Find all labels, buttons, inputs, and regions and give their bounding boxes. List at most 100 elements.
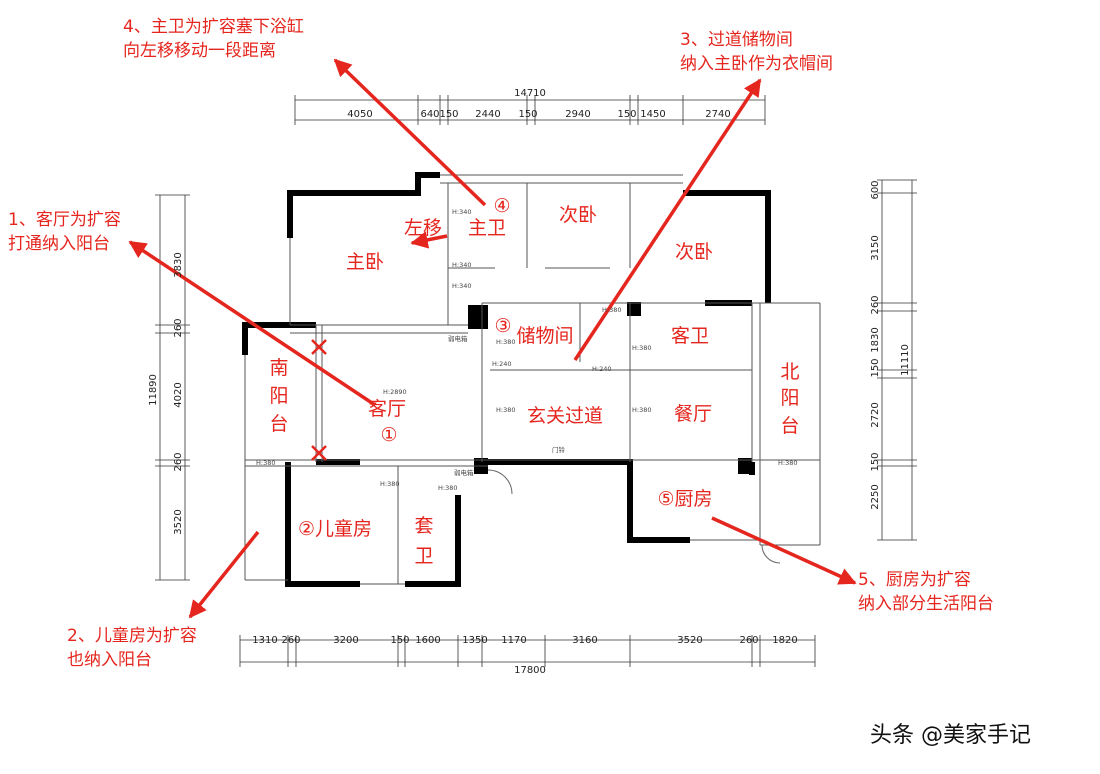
room-label: 客厅 [368,398,406,420]
room-label: 客卫 [671,325,709,347]
annotation-note-line: 4、主卫为扩容塞下浴缸 [123,16,304,37]
dimension-lines [155,95,917,667]
plan-tag: H:240 [592,365,611,373]
room-label: 阳 [269,385,288,407]
dimension-bottom-segment: 150 [390,635,409,646]
room-label: 卫 [414,545,433,567]
plan-tag: H:380 [438,484,457,492]
arrow-living-room [128,240,376,407]
dimension-right-segment: 150 [870,452,881,471]
plan-tag: H:340 [452,208,471,216]
dimension-top-segment: 1450 [640,109,665,120]
dimension-bottom-segment: 1350 [462,635,487,646]
dimension-top-segment: 150 [617,109,636,120]
plan-tag: H:380 [778,459,797,467]
annotation-note-line: 向左移移动一段距离 [123,41,276,61]
room-label: 台 [269,413,288,435]
dimension-top-segment: 2940 [565,109,590,120]
annotation-note-line: 打通纳入阳台 [8,234,110,254]
plan-tag: H:380 [632,344,651,352]
removed-wall-marks [311,339,327,461]
dimension-top-segment: 4050 [347,109,372,120]
dimension-left-total: 11890 [148,374,159,406]
dimension-top-segment: 2440 [475,109,500,120]
room-label: 左移 [404,217,442,239]
arrow-storage [573,78,762,361]
room-label: 台 [780,415,799,437]
dimension-right-segment: 3150 [870,235,881,260]
watermark: 头条 @美家手记 [870,723,1031,748]
dimension-bottom-total: 17800 [514,665,546,676]
dimension-bottom-segment: 260 [739,635,758,646]
room-label: 套 [414,515,433,537]
room-label: 阳 [780,387,799,409]
dimension-top-segment: 640 [420,109,439,120]
plan-tag: H:380 [602,306,621,314]
annotation-note-line: 3、过道储物间 [680,30,793,50]
arrow-kids-room [188,530,260,619]
annotation-note-line: 5、厨房为扩容 [858,570,971,590]
annotation-note-line: 1、客厅为扩容 [8,210,121,230]
room-label: 餐厅 [674,403,712,425]
room-label: 玄关过道 [527,405,603,427]
dimension-right-segment: 2250 [870,484,881,509]
dimension-right-segment: 260 [870,295,881,314]
arrow-kitchen [711,516,857,585]
plan-tag: 门铃 [552,445,566,454]
room-label: ① [380,424,397,446]
dimension-bottom-segment: 3520 [677,635,702,646]
room-label: ④ [493,195,510,217]
dimension-bottom-segment: 260 [281,635,300,646]
arrow-shift-left [410,231,448,249]
room-label: ⑤厨房 [657,488,712,510]
plan-tag: H:380 [256,459,275,467]
annotation-note-line: 纳入部分生活阳台 [858,594,994,614]
plan-tag: 弱电箱 [454,468,474,477]
dimension-bottom-segment: 1600 [415,635,440,646]
plan-tag: H:380 [496,406,515,414]
dimension-right-segment: 2720 [870,402,881,427]
dimension-right-total: 11110 [900,344,911,376]
dimension-left-segment: 4020 [173,382,184,407]
dimension-top-total: 14710 [514,88,546,99]
dimension-bottom-segment: 3160 [572,635,597,646]
plan-tag: H:240 [492,360,511,368]
annotation-note-line: 2、儿童房为扩容 [67,626,197,646]
room-label: ②儿童房 [298,518,372,540]
dimension-right-segment: 600 [870,180,881,199]
plan-tags: H:340H:340H:340H:380H:240H:240H:380H:380… [256,208,797,492]
dimension-left-segment: 260 [173,452,184,471]
room-label: ③ [494,315,511,337]
dimension-top-segment: 2740 [705,109,730,120]
walls [242,172,771,587]
dimension-bottom-segment: 1170 [501,635,526,646]
plan-tag: H:380 [496,338,515,346]
plan-tag: H:340 [452,282,471,290]
plan-tag: H:380 [632,406,651,414]
plan-tag: H:380 [380,480,399,488]
dimension-left-segment: 3520 [173,509,184,534]
annotation-note-line: 也纳入阳台 [67,650,152,670]
plan-tag: 弱电箱 [448,334,468,343]
room-label: 储物间 [516,325,573,347]
room-label: 次卧 [559,204,597,226]
dimension-right-segment: 150 [870,358,881,377]
room-label: 北 [780,361,799,383]
dimension-bottom-segment: 1820 [772,635,797,646]
dimension-left-segment: 260 [173,318,184,337]
room-label: 南 [269,357,288,379]
annotation-note-line: 纳入主卧作为衣帽间 [680,54,833,74]
arrow-master-bath [333,58,487,207]
room-label: 次卧 [675,241,713,263]
dimension-bottom-segment: 3200 [333,635,358,646]
plan-tag: H:340 [452,261,471,269]
dimension-top-segment: 150 [518,109,537,120]
dimension-top-segment: 150 [439,109,458,120]
plan-tag: H:2890 [383,388,407,396]
dimension-right-segment: 1830 [870,327,881,352]
